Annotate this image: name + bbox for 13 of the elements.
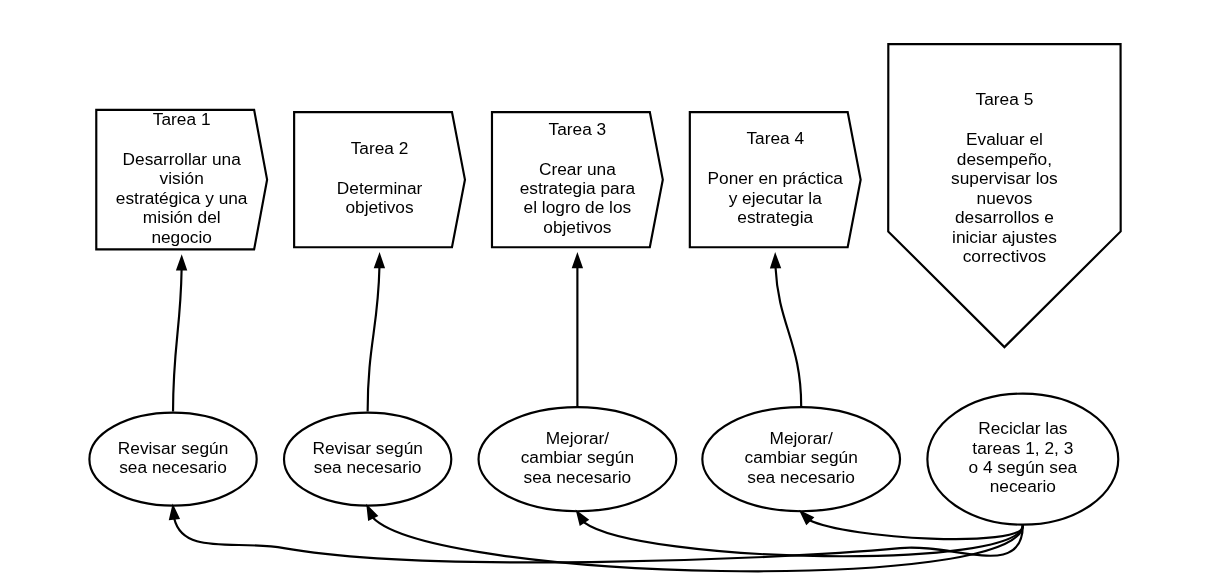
node-ellipse: Mejorar/ cambiar según sea necesario [701,406,902,513]
arrow [571,252,584,407]
arrow [366,503,1024,573]
arrow [769,252,803,407]
arrow [798,509,1024,541]
node-ellipse: Revisar según sea necesario [282,411,453,507]
node-ellipse: Mejorar/ cambiar según sea necesario [477,406,678,513]
arrow [168,503,1024,564]
node-ellipse: Reciclar las tareas 1, 2, 3 o 4 según sea neceario [926,392,1120,526]
arrow [575,509,1024,558]
arrow [171,254,188,412]
node-ellipse: Revisar según sea necesario [88,411,258,507]
arrow [366,252,386,412]
